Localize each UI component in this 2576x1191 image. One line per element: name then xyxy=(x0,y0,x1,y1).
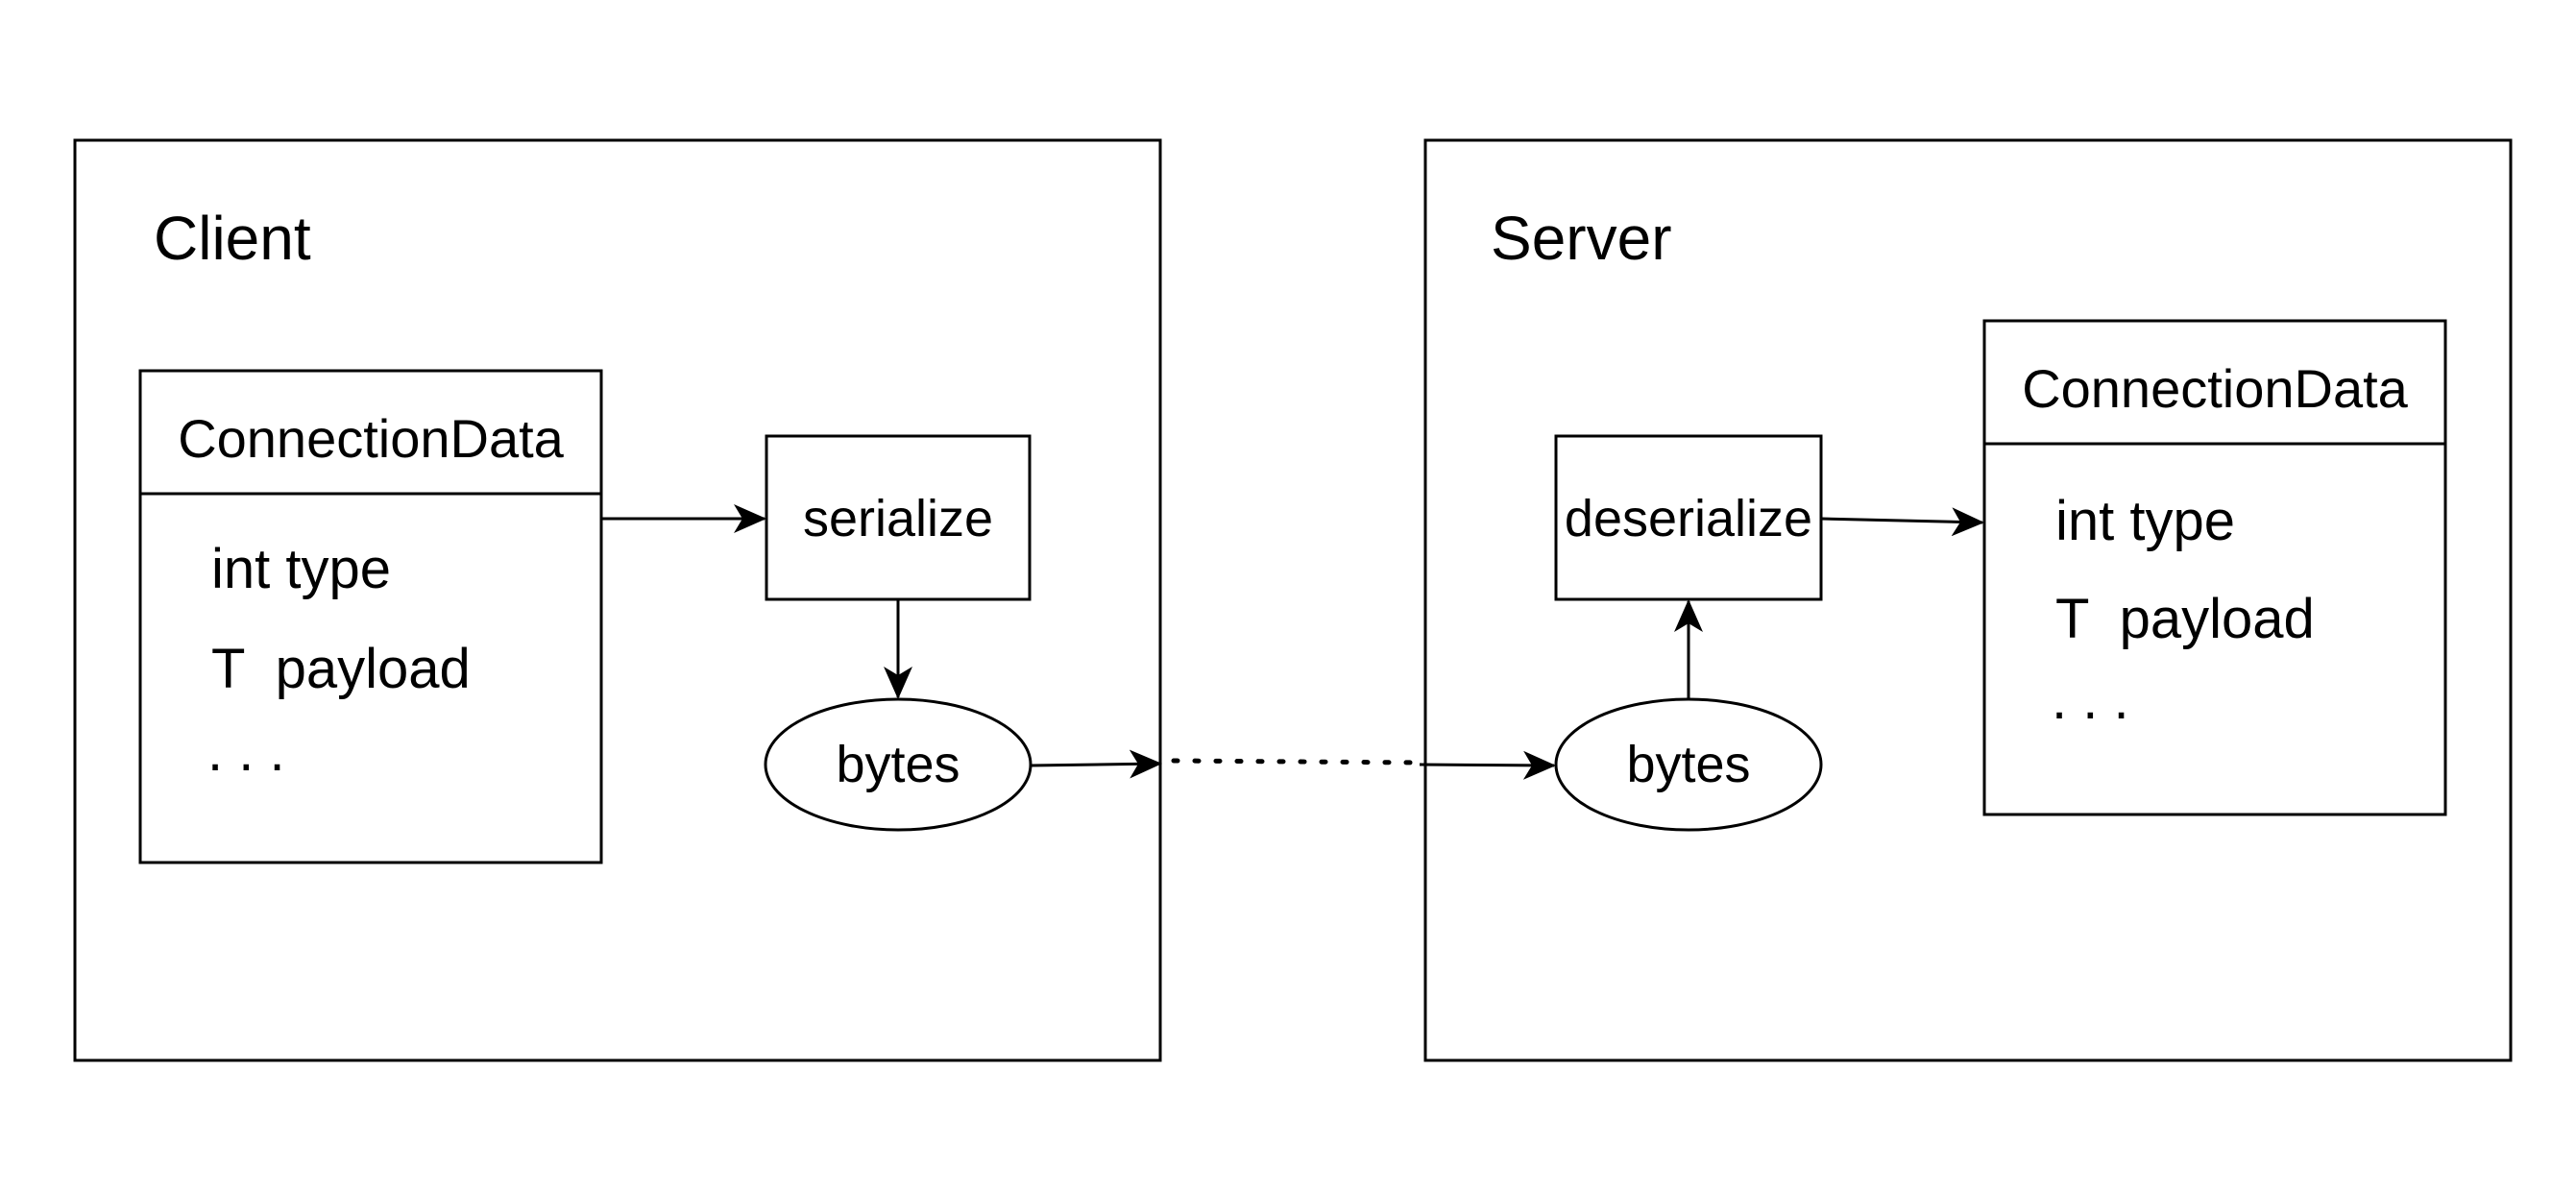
client-class-box xyxy=(138,369,603,864)
client-bytes-label: bytes xyxy=(836,736,960,793)
client-container: Client ConnectionData int type T payload… xyxy=(73,138,1162,1062)
server-class-box xyxy=(1982,319,2447,816)
serialize-label: serialize xyxy=(803,490,993,547)
server-container: Server bytes deserialize ConnectionData … xyxy=(1419,138,2513,1062)
bytes-to-network-arrow xyxy=(1030,749,1162,779)
server-connection-data-class: ConnectionData int type T payload . . . xyxy=(1982,319,2447,816)
deserialize-to-class-arrow xyxy=(1820,507,1984,537)
deserialize-label: deserialize xyxy=(1565,490,1812,547)
client-connection-data-class: ConnectionData int type T payload . . . xyxy=(138,369,603,864)
server-class-name: ConnectionData xyxy=(2022,358,2408,419)
server-class-ellipsis: . . . xyxy=(2052,668,2129,731)
server-class-field: T payload xyxy=(2055,588,2315,650)
network-to-bytes-arrow xyxy=(1419,750,1556,780)
client-class-name: ConnectionData xyxy=(178,408,564,469)
server-title: Server xyxy=(1491,204,1672,273)
client-class-field: T payload xyxy=(211,638,471,700)
client-title: Client xyxy=(154,204,311,273)
network-dotted-line xyxy=(1171,758,1422,766)
client-class-ellipsis: . . . xyxy=(207,720,285,783)
client-class-field: int type xyxy=(211,538,391,600)
server-bytes-label: bytes xyxy=(1626,736,1750,793)
server-class-field: int type xyxy=(2055,490,2235,552)
